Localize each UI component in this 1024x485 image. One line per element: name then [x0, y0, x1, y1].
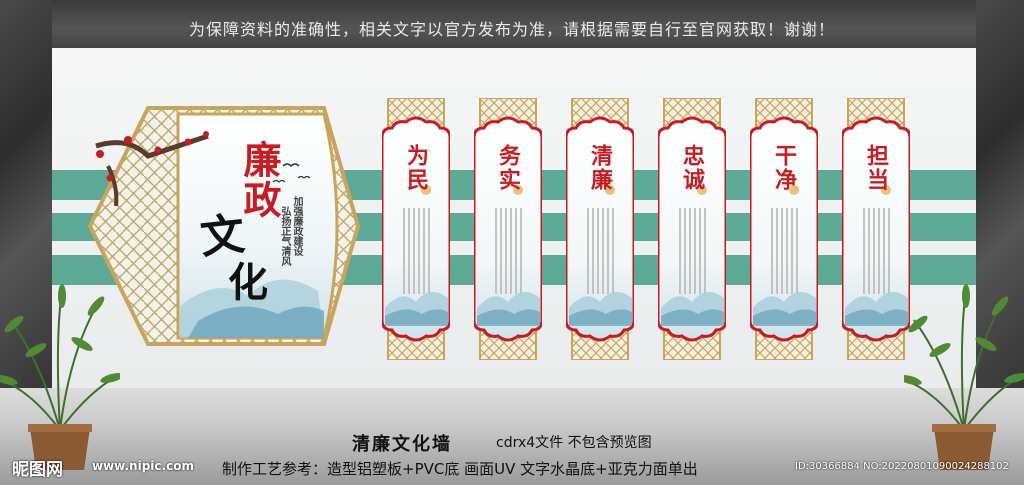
- panel-5: 干净: [750, 98, 818, 360]
- panel-frame-graphic: [474, 98, 542, 360]
- watermark-logo: 昵图网: [12, 460, 63, 480]
- potted-plant-right: [904, 284, 1024, 470]
- potted-plant-left: [0, 284, 120, 470]
- panel-title: 务实: [495, 144, 521, 192]
- caption-file-info: cdrx4文件 不包含预览图: [496, 435, 652, 451]
- panel-frame-graphic: [750, 98, 818, 360]
- panel-2: 务实: [474, 98, 542, 360]
- panel-frame-graphic: [382, 98, 450, 360]
- watermark-id: ID:30366884 NO:20220801090024288102: [795, 461, 1009, 472]
- watermark-url: www.nipic.com: [92, 459, 194, 473]
- disclaimer-text: 为保障资料的准确性，相关文字以官方发布为准，请根据需要自行至官网获取！谢谢！: [188, 20, 835, 39]
- panel-frame-graphic: [566, 98, 634, 360]
- emblem-calligraphy-hua: 化: [228, 259, 268, 306]
- floor: [0, 388, 1024, 485]
- panel-title: 清廉: [587, 144, 613, 192]
- panel-3: 清廉: [566, 98, 634, 360]
- stone-wall-top: [0, 0, 1024, 48]
- panel-title: 担当: [863, 144, 889, 192]
- emblem-hexagon: [87, 106, 361, 346]
- emblem-slogan-2: 弘扬正气清风: [279, 206, 290, 266]
- panel-title: 忠诚: [679, 144, 705, 192]
- panel-title: 干净: [771, 144, 797, 192]
- stone-wall-left: [0, 0, 52, 400]
- caption-craft-info: 制作工艺参考：造型铝塑板+PVC底 画面UV 文字水晶底+亚克力面单出: [222, 460, 698, 478]
- stone-wall-right: [976, 0, 1024, 400]
- panel-6: 担当: [842, 98, 910, 360]
- hexagon-frame-graphic: [87, 106, 361, 346]
- panel-title: 为民: [403, 144, 429, 192]
- emblem-title: 廉政: [237, 140, 282, 220]
- emblem-slogan-1: 加强廉政建设: [291, 196, 302, 256]
- panel-frame-graphic: [658, 98, 726, 360]
- panel-4: 忠诚: [658, 98, 726, 360]
- panel-1: 为民: [382, 98, 450, 360]
- caption-title: 清廉文化墙: [352, 434, 452, 455]
- panel-frame-graphic: [842, 98, 910, 360]
